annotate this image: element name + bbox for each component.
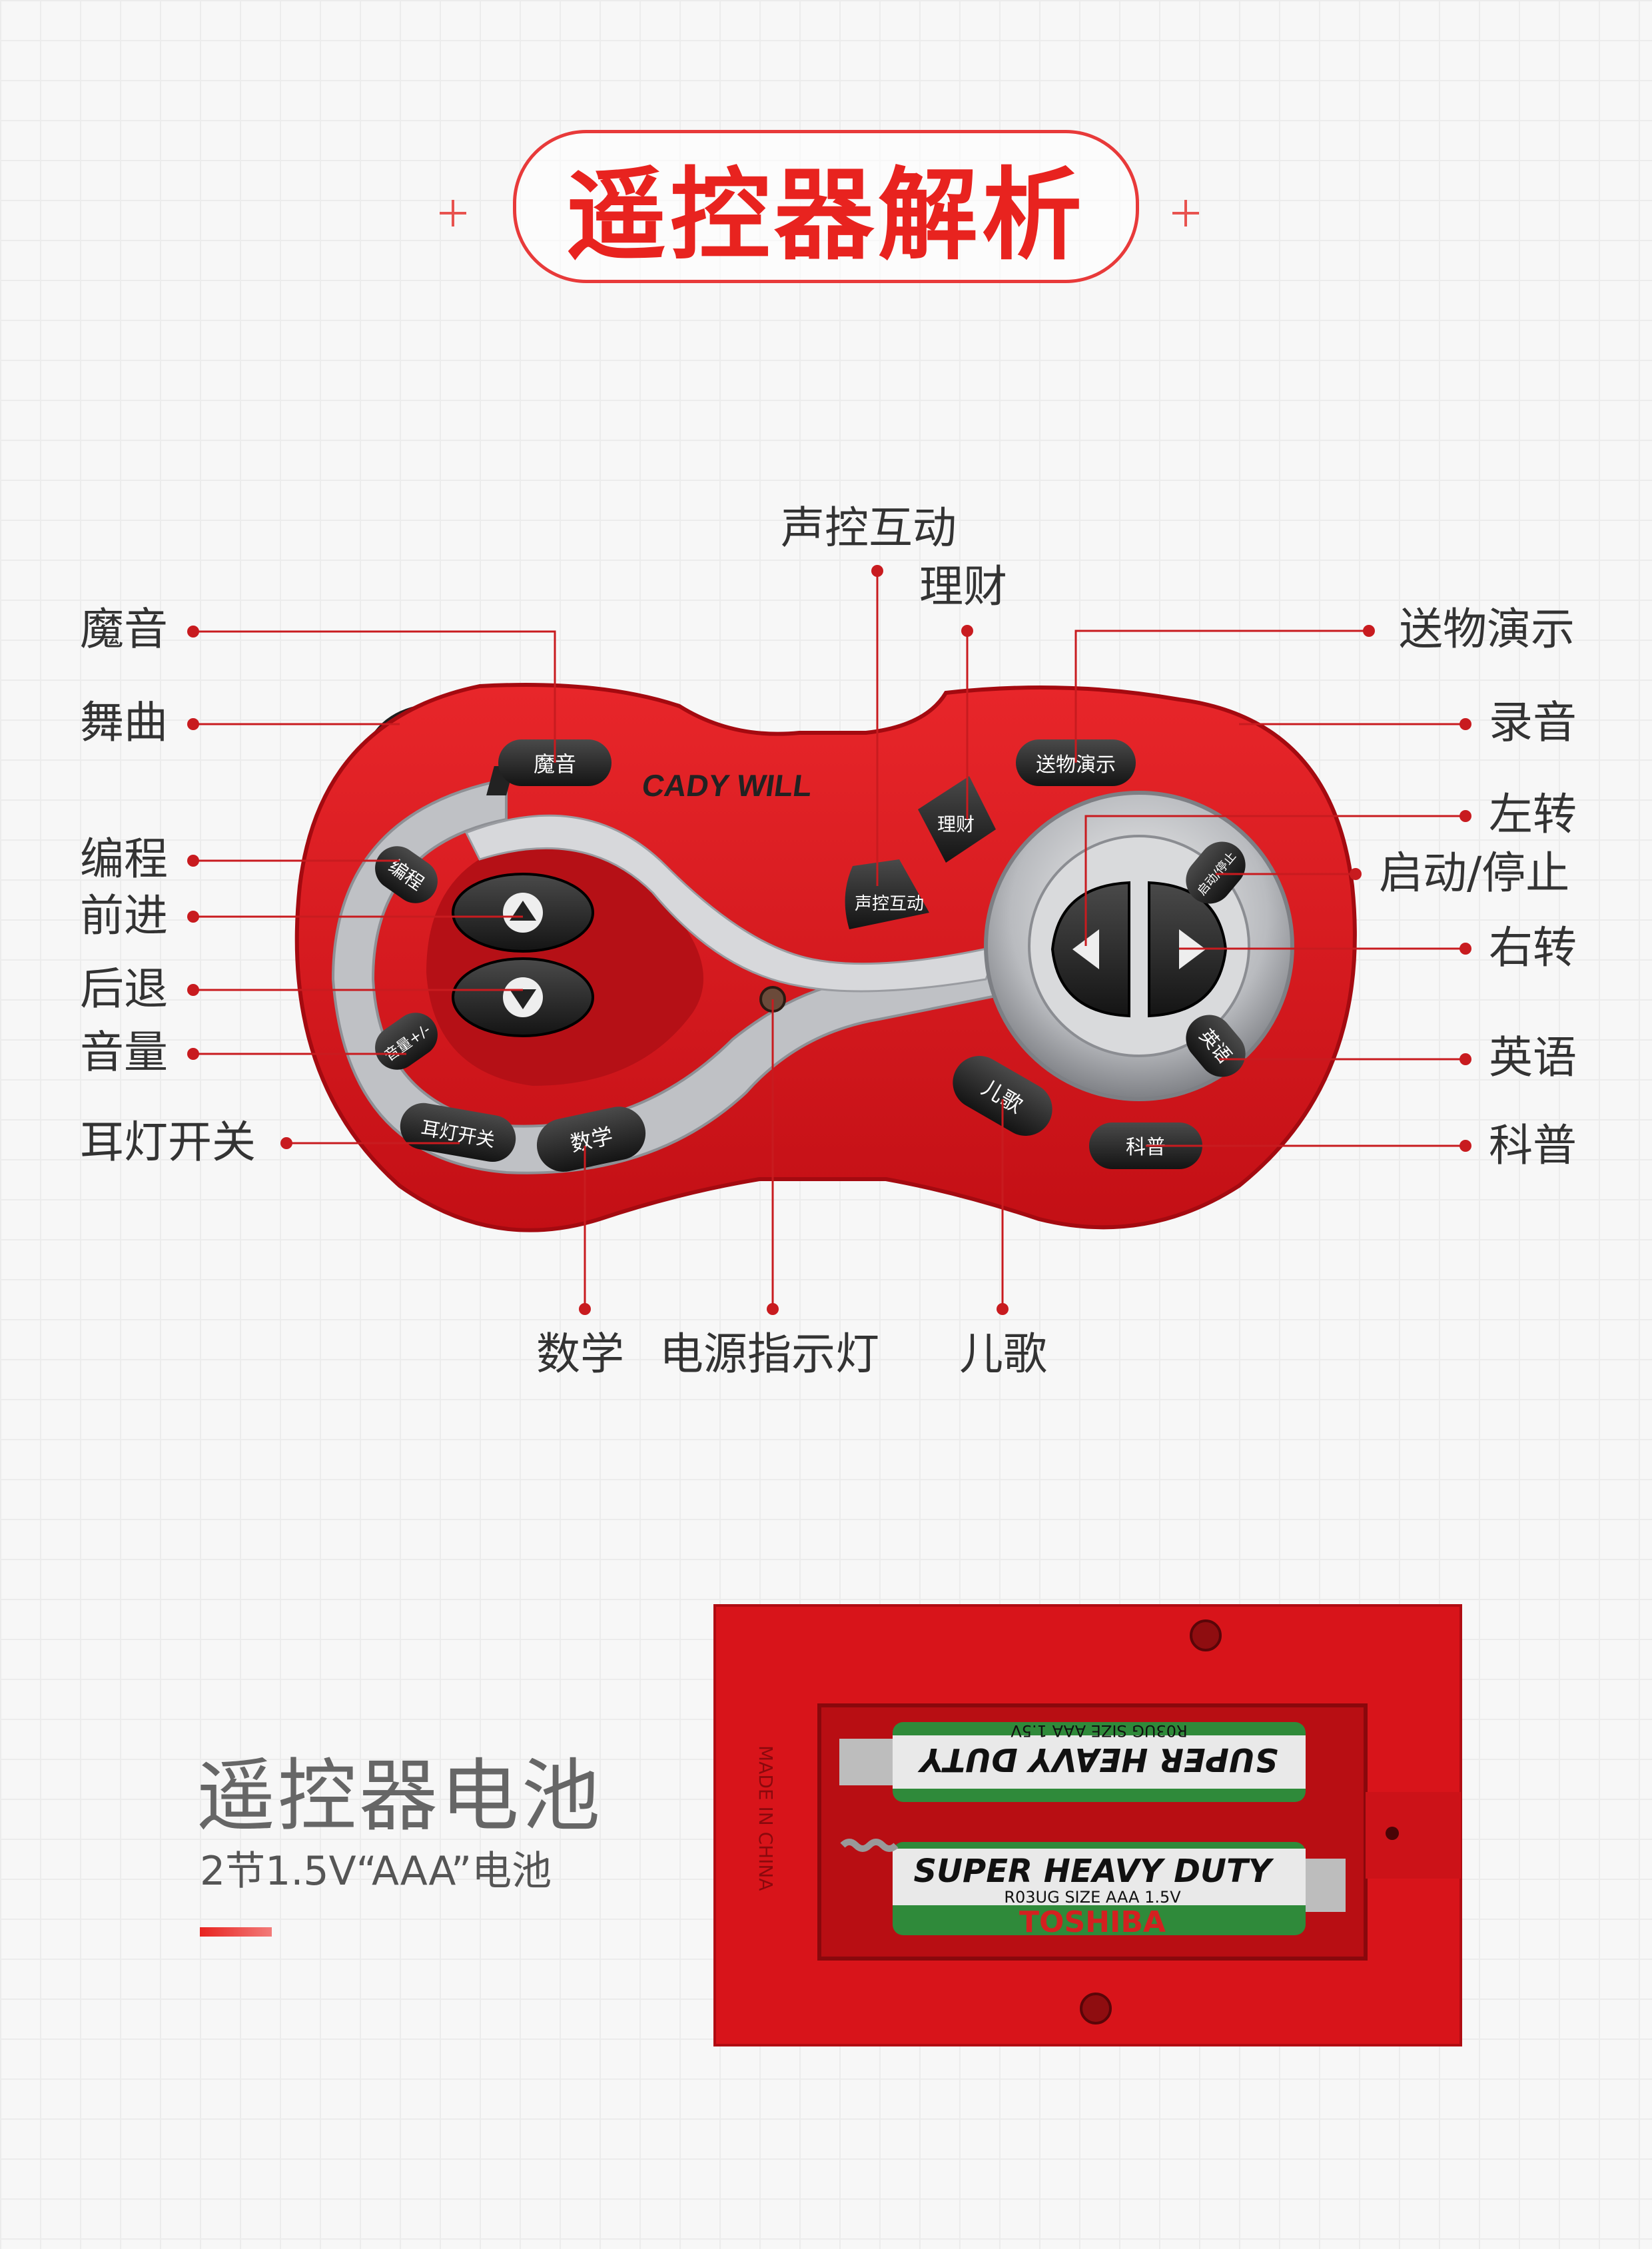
label-dianyuan: 电源指示灯 (659, 1328, 879, 1380)
made-in-china-text: MADE IN CHINA (755, 1745, 777, 1891)
spring-icon (840, 1839, 899, 1852)
callout-dots (187, 565, 1471, 1315)
turn-left-button[interactable] (1050, 881, 1130, 1018)
label-kepu: 科普 (1489, 1120, 1577, 1171)
yingyu-button[interactable]: 英语 (1176, 1005, 1255, 1087)
battery-2-type: SUPER HEAVY DUTY (914, 1853, 1274, 1890)
erge-button[interactable]: 儿歌 (943, 1046, 1062, 1145)
arrow-left-icon (1072, 929, 1099, 969)
plus-icon-right (1172, 200, 1199, 226)
label-moyin: 魔音 (80, 604, 168, 655)
page-title-text: 遥控器解析 (566, 157, 1086, 274)
plus-icon-left (440, 200, 466, 226)
label-qidong: 启动/停止 (1379, 847, 1570, 899)
battery-aaa-1: SUPER HEAVY DUTY R03UG SIZE AAA 1.5V (839, 1721, 1306, 1802)
battery-2-spec: R03UG SIZE AAA 1.5V (1004, 1888, 1181, 1907)
battery-compartment: MADE IN CHINA SUPER HEAVY DUTY R03UG SIZ… (713, 1604, 1462, 2046)
label-zuozhuan: 左转 (1489, 789, 1577, 840)
label-erge: 儿歌 (959, 1328, 1047, 1380)
battery-1-spec: R03UG SIZE AAA 1.5V (1011, 1721, 1188, 1740)
label-licai: 理财 (919, 561, 1007, 612)
battery-1-type: SUPER HEAVY DUTY (917, 1741, 1278, 1778)
licai-button-label: 理财 (937, 813, 975, 835)
shengkong-button-label: 声控互动 (855, 894, 924, 914)
accent-bar (200, 1927, 272, 1937)
shuxue-button[interactable]: 数学 (532, 1102, 650, 1177)
kepu-button-label: 科普 (1126, 1136, 1166, 1159)
licai-button[interactable]: 理财 (918, 776, 996, 863)
battery-aaa-2: SUPER HEAVY DUTY R03UG SIZE AAA 1.5V TOS… (893, 1842, 1346, 1939)
yinliang-button[interactable]: 音量+/- (366, 1004, 446, 1078)
brand-logo: CADY WILL (486, 766, 815, 803)
arrow-down-icon (510, 989, 536, 1009)
screw-icon-top (1190, 1619, 1222, 1651)
label-houtui: 后退 (80, 963, 168, 1015)
label-yinliang: 音量 (80, 1027, 168, 1078)
label-luyin: 录音 (1489, 697, 1577, 748)
biancheng-button[interactable]: 编程 (366, 837, 446, 911)
label-biancheng: 编程 (80, 833, 168, 885)
battery-section-title: 遥控器电池 (197, 1750, 604, 1842)
label-shuxue: 数学 (536, 1328, 624, 1380)
callout-lines (193, 571, 1465, 1309)
backward-button[interactable] (452, 957, 594, 1037)
label-songwu: 送物演示 (1399, 604, 1575, 655)
label-yingyu: 英语 (1489, 1032, 1577, 1083)
page-title: 遥控器解析 (513, 130, 1139, 283)
label-wuqu: 舞曲 (80, 697, 168, 748)
screw-icon-bottom (1080, 1993, 1112, 2024)
label-shengkong: 声控互动 (781, 502, 957, 554)
battery-section-subtitle: 2节1.5V“AAA”电池 (200, 1848, 552, 1895)
label-erdeng: 耳灯开关 (80, 1117, 256, 1168)
label-qianjin: 前进 (80, 890, 168, 941)
erdeng-button[interactable]: 耳灯开关 (396, 1099, 519, 1165)
battery-2-brand: TOSHIBA (1019, 1905, 1166, 1939)
shengkong-button[interactable]: 声控互动 (845, 859, 929, 929)
forward-button[interactable] (452, 873, 594, 953)
brand-text: CADY WILL (640, 768, 815, 803)
label-youzhuan: 右转 (1489, 922, 1577, 973)
